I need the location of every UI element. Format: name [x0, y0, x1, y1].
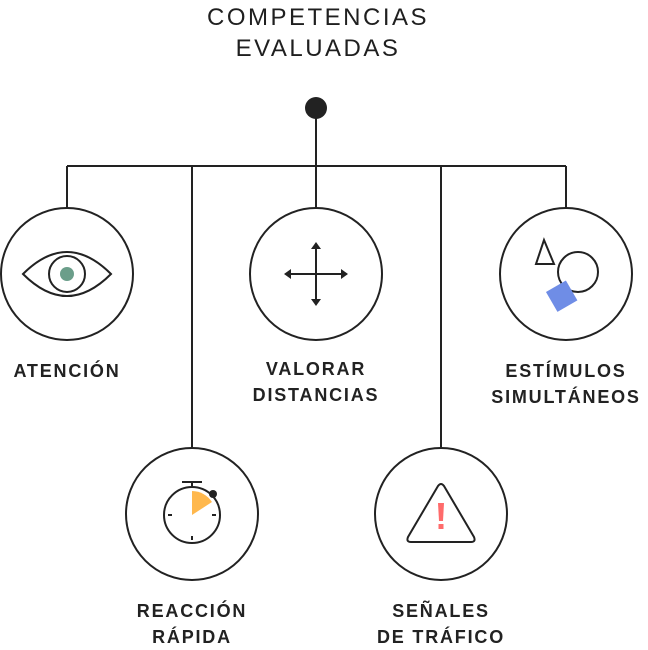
node-estimulos: ESTÍMULOS SIMULTÁNEOS [491, 207, 640, 407]
node-distancias: VALORAR DISTANCIAS [249, 207, 383, 405]
node-senales: SEÑALES DE TRÁFICO [374, 447, 508, 647]
label-estimulos-1: ESTÍMULOS [505, 360, 626, 381]
warning-triangle-icon [406, 483, 476, 543]
title-line-1: COMPETENCIAS [207, 4, 429, 31]
stopwatch-icon [163, 481, 221, 544]
move-arrows-icon [284, 242, 348, 306]
node-reaccion: REACCIÓN RÁPIDA [125, 447, 259, 647]
label-reaccion-1: REACCIÓN [137, 600, 247, 621]
label-distancias-1: VALORAR [266, 359, 366, 379]
label-senales-1: SEÑALES [392, 600, 490, 621]
label-estimulos-2: SIMULTÁNEOS [491, 386, 640, 407]
label-distancias-2: DISTANCIAS [253, 385, 380, 405]
label-senales-2: DE TRÁFICO [377, 626, 505, 647]
node-atencion: ATENCIÓN [0, 207, 134, 381]
label-reaccion-2: RÁPIDA [152, 626, 232, 647]
title-line-2: EVALUADAS [236, 35, 401, 62]
connector-lines [66, 97, 567, 448]
eye-icon [21, 251, 113, 297]
shapes-icon [534, 237, 599, 312]
label-atencion: ATENCIÓN [13, 360, 120, 381]
